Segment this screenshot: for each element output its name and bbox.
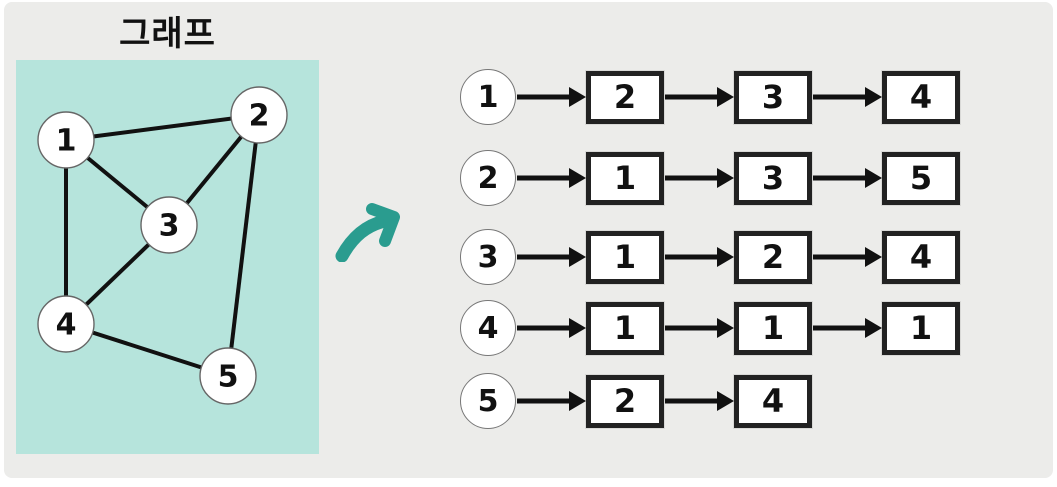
pointer-arrow-icon xyxy=(665,318,734,338)
list-node-box: 2 xyxy=(586,70,664,124)
graph-node-5 xyxy=(199,347,257,405)
adjacency-row-4: 4 1 1 1 xyxy=(460,288,960,368)
adjacency-row-3: 3 1 2 4 xyxy=(460,217,960,297)
list-node-box: 4 xyxy=(882,70,960,124)
graph-node-label: 2 xyxy=(249,99,270,134)
pointer-arrow-icon xyxy=(665,391,734,411)
vertex-circle-4: 4 xyxy=(460,300,516,356)
pointer-arrow-icon xyxy=(813,87,882,107)
graph-edge-2-5 xyxy=(226,114,261,377)
adjacency-row-2: 2 1 3 5 xyxy=(460,138,960,218)
graph-node-2 xyxy=(230,86,288,144)
vertex-circle-2: 2 xyxy=(460,150,516,206)
list-node-box: 1 xyxy=(586,230,664,284)
list-node-box: 3 xyxy=(734,151,812,205)
graph-svg: 1 2 3 4 5 xyxy=(37,86,288,405)
adjacency-list: 1 2 3 4 2 1 3 5 3 1 2 4 4 1 1 1 5 2 4 xyxy=(460,2,1020,487)
pointer-arrow-icon xyxy=(813,168,882,188)
list-node-box: 1 xyxy=(882,301,960,355)
pointer-arrow-icon xyxy=(517,247,586,267)
vertex-circle-5: 5 xyxy=(460,373,516,429)
adjacency-row-5: 5 2 4 xyxy=(460,361,812,441)
adjacency-row-1: 1 2 3 4 xyxy=(460,57,960,137)
list-node-box: 2 xyxy=(586,374,664,428)
diagram-canvas: 그래프 1 2 3 4 5 1 2 3 4 2 1 3 5 3 1 2 4 4 1 1 1 5 2 4 xyxy=(4,2,1053,478)
list-node-box: 1 xyxy=(734,301,812,355)
list-node-box: 1 xyxy=(586,151,664,205)
list-node-box: 5 xyxy=(882,151,960,205)
graph-edge-1-2 xyxy=(65,113,260,142)
pointer-arrow-icon xyxy=(813,247,882,267)
list-node-box: 4 xyxy=(734,374,812,428)
graph-node-3 xyxy=(140,196,198,254)
vertex-circle-3: 3 xyxy=(460,229,516,285)
pointer-arrow-icon xyxy=(665,168,734,188)
curved-arrow-up-right-icon xyxy=(335,203,400,262)
page-title: 그래프 xyxy=(119,14,216,54)
pointer-arrow-icon xyxy=(517,87,586,107)
pointer-arrow-icon xyxy=(517,318,586,338)
pointer-arrow-icon xyxy=(665,87,734,107)
pointer-arrow-icon xyxy=(813,318,882,338)
list-node-box: 1 xyxy=(586,301,664,355)
vertex-circle-1: 1 xyxy=(460,69,516,125)
graph-node-label: 5 xyxy=(218,360,239,395)
graph-node-4 xyxy=(37,295,95,353)
pointer-arrow-icon xyxy=(517,391,586,411)
graph-panel: 1 2 3 4 5 xyxy=(16,60,319,454)
list-node-box: 2 xyxy=(734,230,812,284)
pointer-arrow-icon xyxy=(517,168,586,188)
graph-node-label: 1 xyxy=(56,124,77,159)
graph-node-label: 3 xyxy=(159,209,180,244)
graph-node-label: 4 xyxy=(56,308,77,343)
list-node-box: 3 xyxy=(734,70,812,124)
pointer-arrow-icon xyxy=(665,247,734,267)
list-node-box: 4 xyxy=(882,230,960,284)
graph-node-1 xyxy=(37,111,95,169)
